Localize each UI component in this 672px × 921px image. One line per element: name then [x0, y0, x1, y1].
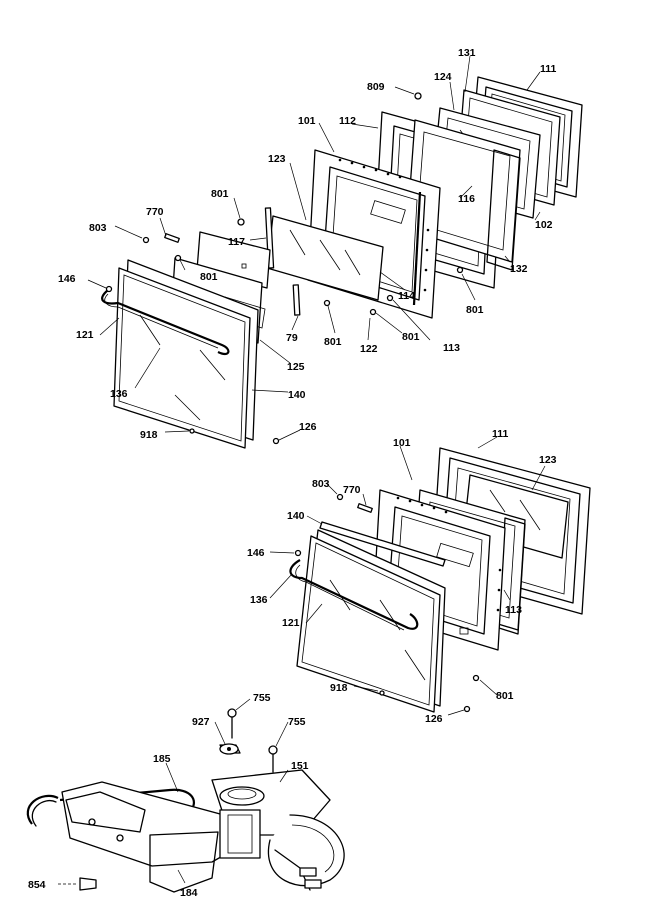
label-121: 121	[282, 617, 300, 629]
label-121: 121	[76, 329, 94, 341]
label-770: 770	[146, 206, 164, 218]
mech-leader-lines	[58, 698, 289, 885]
label-140: 140	[288, 389, 306, 401]
label-801: 801	[324, 336, 342, 348]
upper-part-117-brackets	[264, 207, 301, 316]
label-185: 185	[153, 753, 171, 765]
label-126: 126	[425, 713, 443, 725]
label-111: 111	[492, 428, 509, 440]
label-146: 146	[247, 547, 265, 559]
lower-part-121-outer-panel	[296, 529, 446, 713]
label-113: 113	[443, 342, 460, 354]
label-854: 854	[28, 879, 46, 891]
label-79: 79	[286, 332, 298, 344]
label-117: 117	[228, 236, 245, 248]
label-151: 151	[291, 760, 309, 772]
mech-fasteners	[79, 708, 278, 891]
label-136: 136	[110, 388, 128, 400]
label-126: 126	[299, 421, 317, 433]
label-918: 918	[140, 429, 158, 441]
label-801: 801	[211, 188, 229, 200]
label-927: 927	[192, 716, 210, 728]
lower-part-labels: 101 111 123 803 770 140 146 136 121 113 …	[247, 428, 557, 725]
label-112: 112	[339, 115, 356, 127]
label-755: 755	[288, 716, 306, 728]
lower-part-140-strip	[319, 521, 446, 567]
lower-leader-lines	[269, 436, 546, 716]
mech-part-labels: 755 927 755 185 151 854 184	[28, 692, 309, 899]
label-101: 101	[393, 437, 411, 449]
label-132: 132	[510, 263, 528, 275]
label-801: 801	[466, 304, 484, 316]
label-918: 918	[330, 682, 348, 694]
upper-part-136-handle	[101, 289, 230, 356]
label-116: 116	[458, 193, 475, 205]
lock-mechanism-assembly: 755 927 755 185 151 854 184	[26, 692, 345, 899]
mech-part-151-motor-housing	[211, 769, 345, 891]
label-111: 111	[540, 63, 557, 75]
label-809: 809	[367, 81, 385, 93]
label-131: 131	[458, 47, 476, 59]
label-125: 125	[287, 361, 305, 373]
lower-part-136-handle	[289, 559, 419, 631]
upper-leader-lines	[87, 55, 541, 441]
label-801: 801	[200, 271, 218, 283]
upper-fasteners	[105, 92, 464, 445]
label-123: 123	[268, 153, 286, 165]
label-803: 803	[89, 222, 107, 234]
label-136: 136	[250, 594, 268, 606]
label-146: 146	[58, 273, 76, 285]
lower-door-assembly: 101 111 123 803 770 140 146 136 121 113 …	[247, 428, 591, 725]
label-140: 140	[287, 510, 305, 522]
label-123: 123	[539, 454, 557, 466]
label-122: 122	[360, 343, 378, 355]
label-803: 803	[312, 478, 330, 490]
label-113: 113	[505, 604, 522, 616]
upper-door-assembly: 131 111 809 124 101 112 123 801 770 803 …	[58, 47, 583, 449]
label-101: 101	[298, 115, 316, 127]
label-770: 770	[343, 484, 361, 496]
label-184: 184	[180, 887, 198, 899]
label-114: 114	[398, 290, 415, 302]
lower-fasteners	[294, 493, 480, 713]
label-102: 102	[535, 219, 553, 231]
label-124: 124	[434, 71, 452, 83]
label-801: 801	[402, 331, 420, 343]
label-755: 755	[253, 692, 271, 704]
label-801: 801	[496, 690, 514, 702]
upper-part-labels: 131 111 809 124 101 112 123 801 770 803 …	[58, 47, 557, 441]
upper-part-121-outer-panel	[113, 259, 259, 449]
